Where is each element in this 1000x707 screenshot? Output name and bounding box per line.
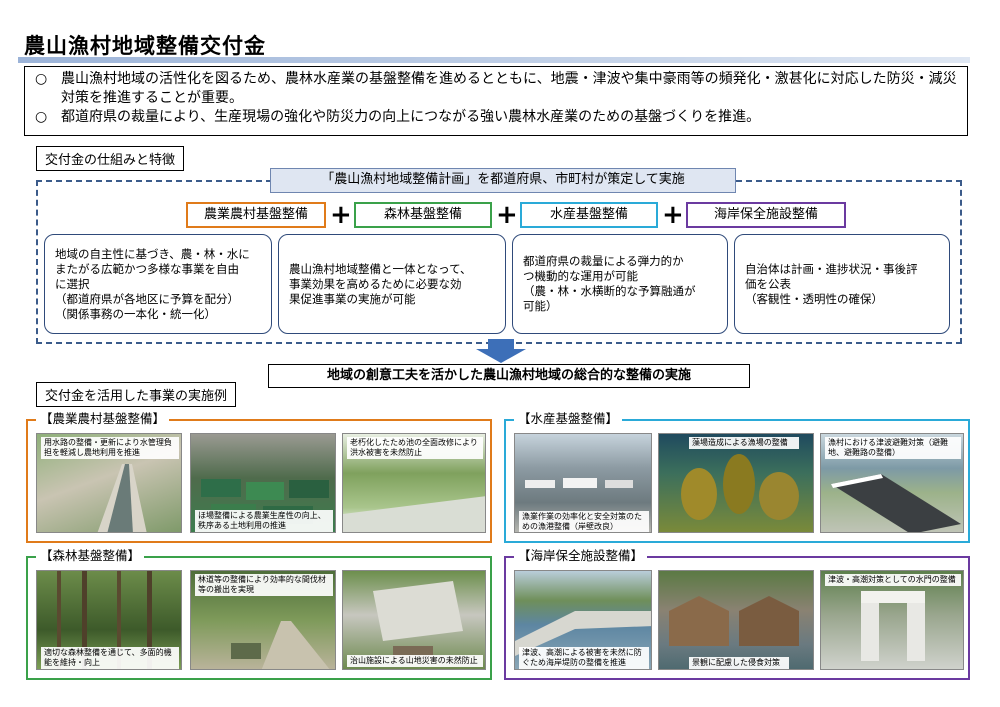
feature-line: つ機動的な運用が可能: [523, 269, 638, 283]
section-title: 【農業農村基盤整備】: [36, 411, 170, 427]
photo-caption: 林道等の整備により効率的な間伐材等の搬出を実現: [195, 574, 333, 596]
photo-paddy: ほ場整備による農業生産性の向上、秩序ある土地利用の推進: [190, 433, 336, 533]
category-fishery: 水産基盤整備: [520, 202, 658, 228]
photo-canal: 用水路の整備・更新により水管理負担を軽減し農地利用を推進: [36, 433, 182, 533]
photo-seaweed: 藻場造成による漁場の整備: [658, 433, 814, 533]
category-agri: 農業農村基盤整備: [186, 202, 326, 228]
photo-caption: 漁村における津波避難対策（避難地、避難路の整備）: [825, 437, 961, 459]
section-title: 【水産基盤整備】: [514, 411, 623, 427]
feature-line: 農山漁村地域整備と一体となって、: [289, 261, 472, 276]
overview-box: ○ 農山漁村地域の活性化を図るため、農林水産業の基盤整備を進めるとともに、地震・…: [24, 66, 968, 136]
overview-item: ○ 都道府県の裁量により、生産現場の強化や防災力の向上につながる強い農林水産業の…: [35, 108, 957, 127]
photo-evacuation: 漁村における津波避難対策（避難地、避難路の整備）: [820, 433, 964, 533]
feature-box: 地域の自主性に基づき、農・林・水に またがる広範かつ多様な事業を自由 に選択 （…: [44, 234, 272, 334]
mechanism-label: 交付金の仕組みと特徴: [36, 146, 185, 171]
photo-caption: 用水路の整備・更新により水管理負担を軽減し農地利用を推進: [41, 437, 179, 459]
photo-boathouses: 景観に配慮した侵食対策: [658, 570, 814, 670]
photo-caption: 津波、高潮による被害を未然に防ぐため海岸堤防の整備を推進: [519, 647, 649, 669]
feature-line: 都道府県の裁量による弾力的か: [523, 254, 684, 268]
feature-box: 都道府県の裁量による弾力的か つ機動的な運用が可能 （農・林・水横断的な予算融通…: [512, 234, 728, 334]
photo-pond: 老朽化したため池の全面改修により洪水被害を未然防止: [342, 433, 486, 533]
category-forest: 森林基盤整備: [354, 202, 492, 228]
section-title: 【森林基盤整備】: [36, 548, 145, 564]
photo-caption: ほ場整備による農業生産性の向上、秩序ある土地利用の推進: [195, 510, 333, 532]
plus-icon: +: [330, 200, 352, 230]
plus-icon: +: [496, 200, 518, 230]
photo-seawall: 津波、高潮による被害を未然に防ぐため海岸堤防の整備を推進: [514, 570, 652, 670]
canal-illustration: [97, 464, 147, 532]
section-agri: 【農業農村基盤整備】 用水路の整備・更新により水管理負担を軽減し農地利用を推進 …: [26, 411, 492, 543]
photo-caption: 漁業作業の効率化と安全対策のための漁港整備（岸壁改良）: [519, 511, 649, 532]
feature-box: 自治体は計画・進捗状況・事後評 価を公表 （客観性・透明性の確保）: [734, 234, 950, 334]
page-title: 農山漁村地域整備交付金: [24, 34, 266, 58]
section-forest: 【森林基盤整備】 適切な森林整備を通じて、多面的機能を維持・向上 林道等の整備に…: [26, 548, 492, 680]
plus-icon: +: [662, 200, 684, 230]
feature-line: （客観性・透明性の確保）: [745, 291, 883, 306]
feature-line: 自治体は計画・進捗状況・事後評: [745, 261, 918, 276]
overview-text: 農山漁村地域の活性化を図るため、農林水産業の基盤整備を進めるとともに、地震・津波…: [61, 71, 957, 106]
title-underline: [18, 57, 970, 63]
overview-item: ○ 農山漁村地域の活性化を図るため、農林水産業の基盤整備を進めるとともに、地震・…: [35, 70, 957, 108]
seawall-illustration: [515, 611, 651, 656]
feature-line: （関係事務の一本化・統一化）: [55, 306, 216, 321]
photo-harbor: 漁業作業の効率化と安全対策のための漁港整備（岸壁改良）: [514, 433, 652, 533]
feature-line: 可能）: [523, 299, 558, 313]
feature-line: 事業効果を高めるために必要な効: [289, 276, 462, 291]
photo-forest-road: 林道等の整備により効率的な間伐材等の搬出を実現: [190, 570, 336, 670]
down-arrow-icon: [476, 339, 526, 363]
section-coast: 【海岸保全施設整備】 津波、高潮による被害を未然に防ぐため海岸堤防の整備を推進 …: [504, 548, 970, 680]
evacuation-path-illustration: [831, 474, 961, 532]
feature-line: 価を公表: [745, 276, 791, 291]
photo-caption: 適切な森林整備を通じて、多面的機能を維持・向上: [41, 647, 179, 669]
section-title: 【海岸保全施設整備】: [514, 548, 648, 564]
feature-line: （農・林・水横断的な予算融通が: [523, 284, 696, 298]
photo-caption: 治山施設による山地災害の未然防止: [347, 655, 483, 667]
section-fishery: 【水産基盤整備】 漁業作業の効率化と安全対策のための漁港整備（岸壁改良） 藻場造…: [504, 411, 970, 543]
overview-text: 都道府県の裁量により、生産現場の強化や防災力の向上につながる強い農林水産業のため…: [61, 109, 761, 125]
photo-caption: 老朽化したため池の全面改修により洪水被害を未然防止: [347, 437, 483, 459]
harbor-illustration: [525, 478, 633, 488]
category-coast: 海岸保全施設整備: [686, 202, 846, 228]
plan-banner: 「農山漁村地域整備計画」を都道府県、市町村が策定して実施: [270, 168, 736, 193]
forest-illustration: [57, 571, 152, 669]
photo-forest: 適切な森林整備を通じて、多面的機能を維持・向上: [36, 570, 182, 670]
photo-caption: 津波・高潮対策としての水門の整備: [825, 574, 961, 586]
photo-caption: 景観に配慮した侵食対策: [689, 657, 789, 669]
circle-bullet: ○: [35, 71, 48, 87]
photo-floodgate: 津波・高潮対策としての水門の整備: [820, 570, 964, 670]
floodgate-illustration: [861, 591, 925, 661]
circle-bullet: ○: [35, 109, 48, 125]
feature-line: 果促進事業の実施が可能: [289, 291, 416, 306]
pond-illustration: [343, 496, 485, 532]
examples-label: 交付金を活用した事業の実施例: [36, 382, 237, 407]
feature-line: またがる広範かつ多様な事業を自由: [55, 261, 239, 276]
photo-caption: 藻場造成による漁場の整備: [689, 437, 799, 449]
feature-box: 農山漁村地域整備と一体となって、 事業効果を高めるために必要な効 果促進事業の実…: [278, 234, 506, 334]
seaweed-illustration: [681, 454, 799, 520]
feature-line: に選択: [55, 276, 90, 291]
feature-line: 地域の自主性に基づき、農・林・水に: [55, 246, 250, 261]
feature-line: （都道府県が各地区に予算を配分）: [55, 291, 239, 306]
boathouse-illustration: [669, 596, 799, 646]
photo-erosion-control: 治山施設による山地災害の未然防止: [342, 570, 486, 670]
result-banner: 地域の創意工夫を活かした農山漁村地域の総合的な整備の実施: [268, 364, 750, 388]
forest-road-illustration: [231, 621, 330, 669]
